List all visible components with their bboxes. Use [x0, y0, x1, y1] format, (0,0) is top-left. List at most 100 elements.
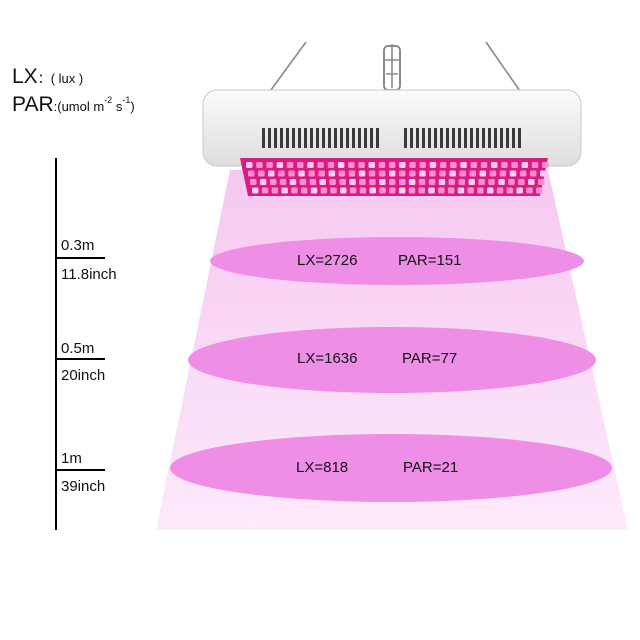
led-chip [368, 170, 376, 177]
led-chip [518, 179, 525, 185]
led-chip [409, 170, 416, 177]
led-chip [496, 187, 504, 194]
cooling-vents [262, 128, 521, 148]
led-chip [269, 179, 277, 185]
vent-slot [322, 128, 325, 148]
lx-reading-0-3m: LX=2726 [297, 252, 358, 269]
led-chip [418, 187, 425, 194]
led-chip [358, 162, 365, 168]
vent-slot [316, 128, 319, 148]
led-chip [309, 179, 317, 185]
led-chip [281, 187, 288, 194]
led-chip [248, 170, 255, 177]
led-chip [506, 187, 514, 194]
led-chip [478, 179, 485, 185]
par-symbol: PAR [12, 93, 54, 116]
led-chip [438, 187, 445, 194]
vent-slot [464, 128, 467, 148]
led-chip [399, 170, 406, 177]
vent-slot [340, 128, 343, 148]
led-chip [449, 170, 456, 177]
lx-separator: ： [37, 71, 51, 86]
led-chip [487, 187, 494, 194]
led-chip [419, 162, 426, 168]
led-chip [246, 162, 253, 168]
vent-slot [488, 128, 491, 148]
led-chip [540, 170, 547, 177]
par-reading-1m: PAR=21 [403, 459, 459, 476]
led-chip [480, 162, 488, 168]
par-reading-0-3m: PAR=151 [398, 252, 462, 269]
vent-slot [334, 128, 337, 148]
vent-slot [274, 128, 277, 148]
ellipse-0-3m [210, 237, 584, 285]
led-chip [499, 170, 507, 177]
led-chip [501, 162, 508, 168]
led-chip [439, 170, 446, 177]
led-chip [429, 162, 437, 168]
vent-slot [404, 128, 407, 148]
led-chip [258, 170, 265, 177]
led-chip [289, 179, 297, 185]
par-exponent-2: -1 [122, 95, 131, 105]
led-chip [438, 179, 446, 185]
led-chip [389, 179, 396, 185]
led-chip [266, 162, 273, 168]
led-chip [359, 187, 367, 194]
led-chip [491, 162, 498, 168]
led-chip [399, 162, 406, 168]
lx-reading-1m: LX=818 [296, 459, 349, 476]
led-chip [429, 170, 436, 177]
lx-reading-0-5m: LX=1636 [297, 350, 358, 367]
led-chip [519, 170, 527, 177]
vent-slot [310, 128, 313, 148]
led-chip [278, 170, 285, 177]
vent-slot [434, 128, 437, 148]
par-unit-prefix: :(umol m [53, 99, 105, 114]
led-chip [378, 170, 386, 177]
led-chip [448, 179, 456, 185]
vent-slot [446, 128, 449, 148]
led-chip [368, 162, 375, 168]
led-chip [359, 179, 366, 185]
led-chip [399, 179, 406, 185]
distance-imperial-0-3m: 11.8inch [61, 266, 117, 283]
led-chip [297, 162, 304, 168]
led-chip [467, 187, 474, 194]
led-chip [369, 179, 376, 185]
led-chip [261, 187, 269, 194]
led-chip [498, 179, 505, 185]
led-chip [330, 187, 337, 194]
led-chip [511, 162, 518, 168]
led-chip [470, 162, 478, 168]
led-chip [348, 162, 355, 168]
ellipse-1m [170, 434, 612, 502]
vent-slot [304, 128, 307, 148]
led-chip [338, 170, 346, 177]
distance-ruler [55, 158, 57, 530]
distance-imperial-0-5m: 20inch [61, 367, 106, 384]
vent-slot [500, 128, 503, 148]
led-chip [477, 187, 484, 194]
led-chip [428, 179, 436, 185]
vent-slot [292, 128, 295, 148]
led-chip [529, 170, 537, 177]
lamp-housing [202, 89, 582, 167]
led-chip [340, 187, 347, 194]
led-chip [447, 187, 455, 194]
led-chips [246, 162, 549, 194]
led-chip [319, 179, 326, 185]
ruler-tick [55, 358, 105, 360]
led-chip [299, 179, 307, 185]
vent-slot [458, 128, 461, 148]
led-chip [468, 179, 475, 185]
vent-slot [422, 128, 425, 148]
vent-slot [352, 128, 355, 148]
led-chip [457, 187, 465, 194]
led-chip [479, 170, 487, 177]
led-chip [459, 170, 466, 177]
lx-symbol: LX [12, 65, 38, 88]
led-chip [388, 162, 396, 168]
vent-slot [440, 128, 443, 148]
